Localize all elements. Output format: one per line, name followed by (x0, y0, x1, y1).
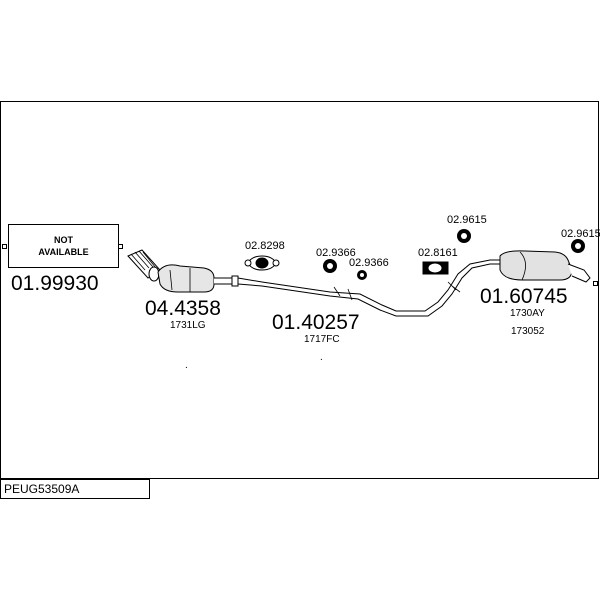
connector-marker (118, 244, 123, 249)
fitting-label: 02.8161 (418, 247, 458, 259)
mark-dot: . (185, 360, 188, 371)
fitting-label: 02.9366 (349, 257, 389, 269)
catalyst (157, 264, 239, 293)
diagram-frame (0, 101, 599, 479)
fitting-label: 02.9615 (561, 228, 600, 240)
ref-rear-2: 173052 (511, 326, 545, 337)
not-available-line1: NOT (54, 235, 73, 245)
connector-marker (2, 244, 7, 249)
part-number-front: 01.99930 (11, 272, 99, 295)
rear-silencer (499, 250, 591, 283)
not-available-box: NOT AVAILABLE (8, 224, 119, 268)
fitting-clamp-icon (244, 255, 280, 271)
rubber-mount-icon (571, 239, 585, 253)
mark-dot: . (320, 352, 323, 363)
ref-catalyst: 1731LG (170, 320, 206, 331)
not-available-line2: AVAILABLE (38, 247, 89, 257)
middle-pipe (237, 259, 500, 317)
flex-pipe (127, 249, 161, 282)
fitting-label: 02.8298 (245, 240, 285, 252)
fitting-label: 02.9366 (316, 247, 356, 259)
diagram-code: PEUG53509A (4, 482, 80, 496)
diagram-code-box: PEUG53509A (0, 479, 150, 499)
rubber-mount-icon (323, 259, 337, 273)
part-number-middle: 01.40257 (272, 311, 360, 334)
ref-rear-1: 1730AY (510, 308, 545, 319)
ref-middle: 1717FC (304, 334, 340, 345)
rubber-mount-icon (457, 229, 471, 243)
part-number-rear: 01.60745 (480, 285, 568, 308)
connector-marker (593, 281, 598, 286)
flange-gasket-icon (422, 261, 449, 275)
fitting-label: 02.9615 (447, 214, 487, 226)
part-number-catalyst: 04.4358 (145, 297, 221, 320)
small-mount-icon (357, 270, 367, 280)
